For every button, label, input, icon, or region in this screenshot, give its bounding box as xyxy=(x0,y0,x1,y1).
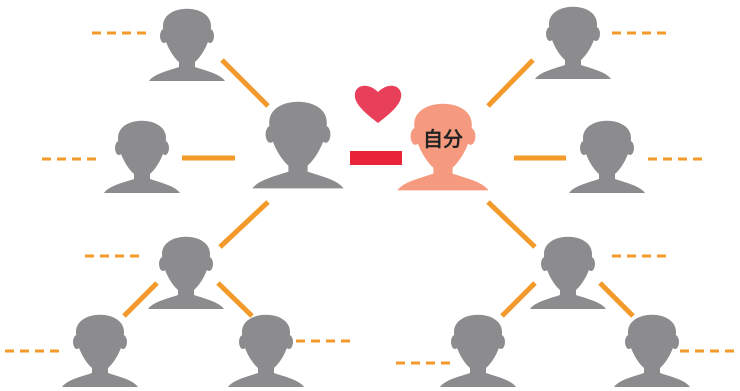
connector-line xyxy=(218,200,270,249)
continuation-dashes xyxy=(5,31,740,365)
person-silhouette-icon xyxy=(149,8,225,81)
partner-bar xyxy=(350,151,402,165)
person-silhouette-icon xyxy=(148,236,224,309)
person-silhouette-icon xyxy=(104,120,180,193)
person-silhouette-icon xyxy=(614,314,690,387)
self-label: 自分 xyxy=(423,127,463,151)
person-silhouette-icon xyxy=(530,236,606,309)
connector-line xyxy=(122,281,159,318)
person-silhouette-icon xyxy=(569,120,645,193)
connector-line xyxy=(598,281,635,318)
person-silhouette-icon xyxy=(228,314,304,387)
connector-line xyxy=(220,58,270,108)
connector-line xyxy=(486,58,535,108)
person-silhouette-icon xyxy=(440,314,516,387)
person-silhouette-icon xyxy=(62,314,138,387)
connector-lines xyxy=(122,58,635,318)
heart-icon xyxy=(354,85,402,123)
person-silhouette-icon xyxy=(252,101,344,189)
connector-line xyxy=(486,200,537,249)
connector-line xyxy=(500,281,537,318)
person-silhouette-icon xyxy=(535,6,611,79)
connector-line xyxy=(216,281,254,318)
